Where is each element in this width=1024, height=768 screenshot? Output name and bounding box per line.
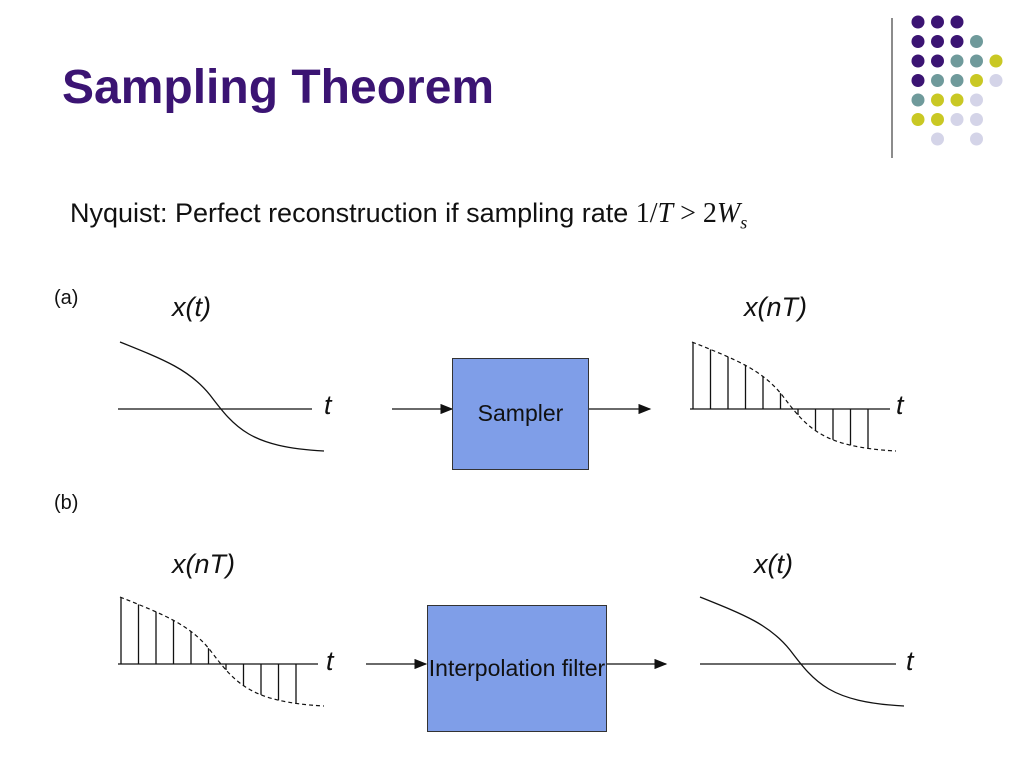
decorative-dot (950, 54, 964, 68)
b-input-sample-stems (120, 597, 297, 704)
decorative-dot (931, 132, 944, 146)
slide-title: Sampling Theorem (62, 61, 495, 114)
part-b-label: (b) (54, 492, 79, 514)
b-output-continuous-curve (699, 596, 905, 707)
decorative-dot (911, 54, 925, 68)
decorative-dot (950, 113, 964, 126)
rate-numerator: 1/ (635, 198, 658, 229)
decorative-dot (989, 54, 1003, 68)
a-output-axis-label: t (896, 390, 904, 420)
rate-variable: T (657, 198, 674, 229)
decorative-dot (911, 74, 925, 87)
decorative-dot (931, 35, 944, 48)
b-output-axis-label: t (906, 646, 914, 676)
b-input-signal-label: x(nT) (172, 549, 235, 579)
decorative-dot (931, 93, 944, 107)
bandwidth-variable: W (716, 198, 741, 229)
decorative-dot (970, 54, 983, 68)
decorative-dot (950, 15, 964, 29)
decorative-dot (970, 35, 983, 48)
decorative-dot (931, 74, 944, 87)
decorative-dot (970, 113, 983, 126)
decorative-dot (989, 74, 1003, 87)
decorative-dot (911, 35, 925, 48)
b-input-axis-label: t (326, 646, 334, 676)
nyquist-text: Nyquist: Perfect reconstruction if sampl… (70, 198, 636, 228)
a-input-continuous-curve (119, 341, 325, 452)
interpolation-filter-block: Interpolation filter (427, 605, 607, 732)
a-output-envelope-dashed (691, 341, 897, 452)
decorative-dot (970, 93, 983, 107)
decorative-dot (950, 93, 964, 107)
sampler-block: Sampler (452, 358, 589, 470)
part-a-label: (a) (54, 287, 79, 309)
b-input-envelope-dashed (119, 596, 325, 707)
decorative-dot (970, 74, 983, 87)
rate-expression: 1/T > 2Ws (635, 198, 748, 233)
decorative-dot (911, 15, 925, 29)
decorative-dot (950, 35, 964, 48)
rate-relation: > 2 (673, 198, 717, 229)
nyquist-statement: Nyquist: Perfect reconstruction if sampl… (70, 198, 747, 234)
a-input-signal-label: x(t) (172, 292, 211, 322)
decorative-dot (931, 15, 944, 29)
decorative-dot (950, 74, 964, 87)
a-output-signal-label: x(nT) (744, 292, 807, 322)
b-output-signal-label: x(t) (754, 549, 793, 579)
decorative-dot (911, 113, 925, 126)
decorative-dot (931, 54, 944, 68)
decorative-dot (911, 93, 925, 107)
decorative-dot (970, 132, 983, 146)
decorative-dot (931, 113, 944, 126)
a-input-axis-label: t (324, 390, 332, 420)
a-output-sample-stems (692, 342, 869, 449)
bandwidth-subscript: s (740, 212, 748, 233)
